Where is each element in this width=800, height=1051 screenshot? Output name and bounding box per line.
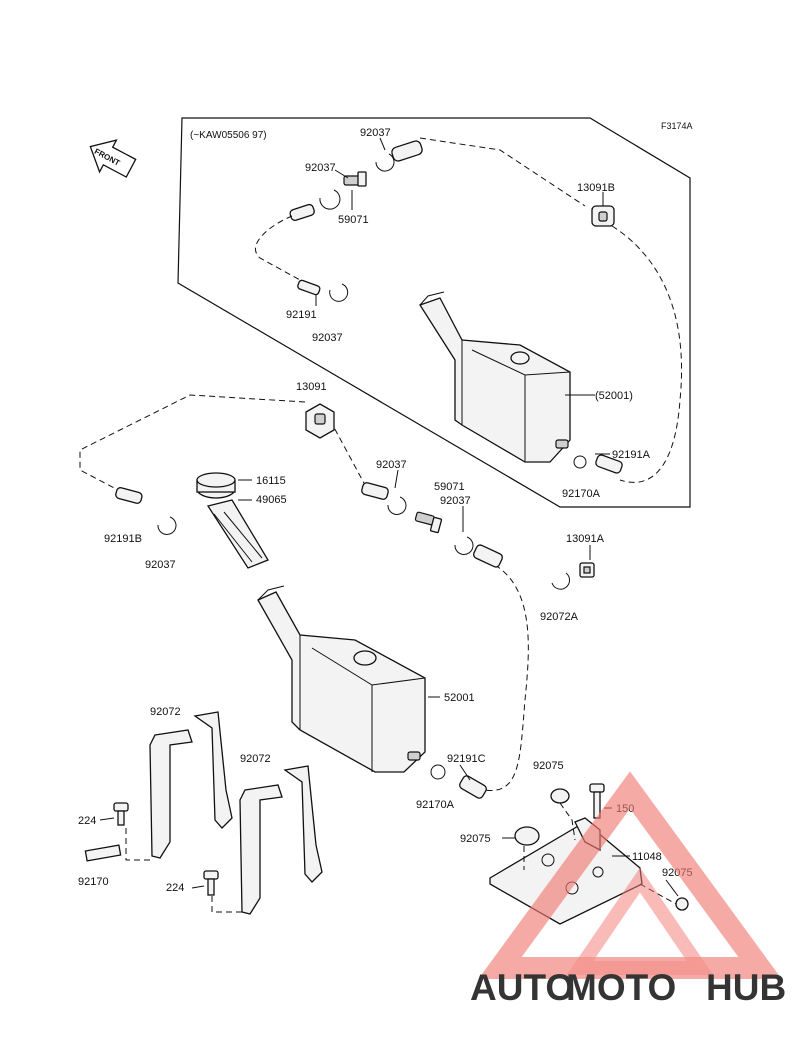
- label-49065: 49065: [256, 494, 287, 506]
- oil-tank-main: [257, 585, 426, 773]
- label-52001: 52001: [444, 692, 475, 704]
- label-92037-b: 92037: [440, 495, 471, 507]
- bolt-224-b: [203, 870, 219, 896]
- washer-92075-b: [514, 826, 540, 846]
- grommet-13091a: [579, 562, 595, 578]
- label-11048: 11048: [632, 851, 662, 863]
- grommet-13091: [305, 403, 335, 439]
- oil-tank-upper: [419, 291, 571, 463]
- hose-92072a: [473, 544, 503, 568]
- tank-cap-16115: [196, 472, 236, 499]
- label-92191c: 92191C: [447, 753, 486, 765]
- watermark-logo: AUTO MOTO HUB: [470, 771, 786, 1008]
- hose-92191c: [459, 775, 487, 799]
- bolt-224-a: [113, 802, 129, 826]
- label-92037-c: 92037: [145, 559, 176, 571]
- label-13091b: 13091B: [577, 182, 615, 194]
- variant-frame: [177, 117, 691, 508]
- clamp-92037-b: [319, 189, 341, 210]
- label-92191b: 92191B: [104, 533, 142, 545]
- upper-hose-lower: [297, 279, 321, 296]
- clamp-92170a: [430, 764, 446, 780]
- label-92170: 92170: [78, 876, 109, 888]
- watermark-auto: AUTO: [470, 967, 574, 1008]
- label-13091: 13091: [296, 381, 327, 393]
- hose-92191b: [115, 487, 143, 504]
- grommet-13091b: [591, 205, 615, 227]
- label-13091a: 13091A: [566, 533, 605, 545]
- label-92191a: 92191A: [612, 449, 651, 461]
- hose-middle-a: [361, 482, 389, 500]
- clamp-92037-left: [157, 516, 177, 535]
- bolt-150: [589, 783, 605, 819]
- bracket-92072-b: [239, 765, 323, 915]
- clamp-92170a-upper: [573, 455, 587, 469]
- figure-id: F3174A: [661, 121, 693, 131]
- hose-92191a: [595, 454, 623, 474]
- label-92075-b: 92075: [460, 833, 491, 845]
- label-92037-box-b: 92037: [305, 162, 336, 174]
- front-arrow-icon: FRONT: [89, 139, 137, 178]
- label-59071: 59071: [434, 481, 465, 493]
- label-92170a-box: 92170A: [562, 488, 601, 500]
- clamp-92037-c: [329, 283, 349, 302]
- washer-92075-a: [550, 788, 570, 804]
- label-92037-box-a: 92037: [360, 127, 391, 139]
- check-valve-59071-upper: [343, 171, 367, 187]
- bracket-92072-a: [149, 711, 233, 859]
- plate-92170: [84, 844, 122, 862]
- label-92072-b: 92072: [240, 753, 271, 765]
- check-valve-59071: [414, 511, 443, 534]
- label-92037-box-c: 92037: [312, 332, 343, 344]
- clamp-92037-middle-b: [454, 536, 474, 555]
- upper-hose-left: [289, 203, 315, 222]
- label-92072a: 92072A: [540, 611, 579, 623]
- clamp-92072a: [551, 572, 570, 590]
- label-92072-a: 92072: [150, 706, 181, 718]
- washer-92075-c: [675, 897, 689, 911]
- upper-hose-right: [391, 140, 423, 162]
- label-92191: 92191: [286, 309, 317, 321]
- label-224-b: 224: [166, 882, 184, 894]
- label-92170a: 92170A: [416, 799, 455, 811]
- watermark-hub: HUB: [706, 967, 786, 1008]
- strainer-49065: [206, 499, 269, 569]
- variant-header: (~KAW05506 97): [190, 130, 267, 141]
- label-52001-box: (52001): [595, 390, 633, 402]
- label-92075-a: 92075: [533, 760, 564, 772]
- label-16115: 16115: [256, 475, 286, 487]
- clamp-92037-a: [375, 153, 395, 172]
- label-92037-a: 92037: [376, 459, 407, 471]
- clamp-92037-middle-a: [387, 496, 407, 515]
- label-224-a: 224: [78, 815, 96, 827]
- watermark-moto: MOTO: [566, 967, 676, 1008]
- label-59071-box: 59071: [338, 214, 369, 226]
